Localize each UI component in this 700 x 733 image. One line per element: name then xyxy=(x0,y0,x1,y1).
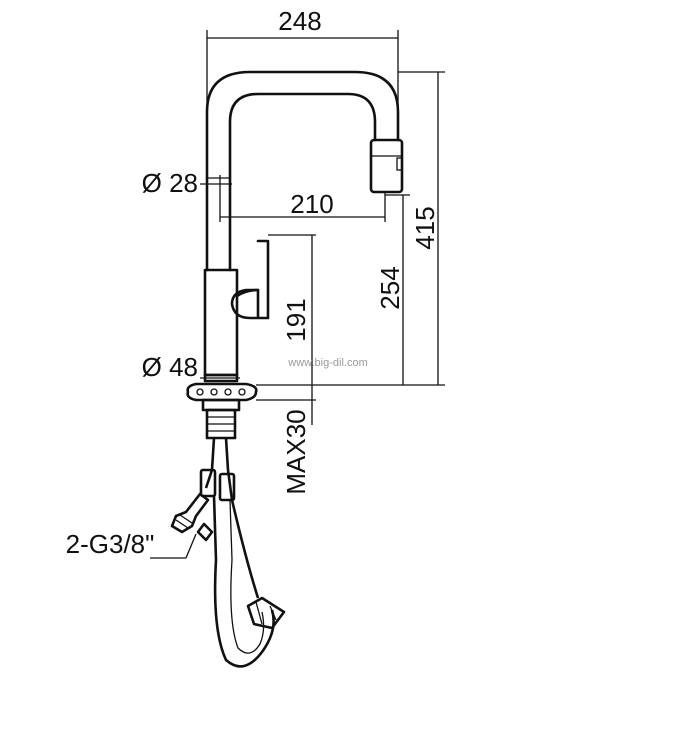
hose-weight xyxy=(246,596,286,630)
faucet-outline xyxy=(186,70,404,440)
dimension-labels: 248 Ø 28 210 415 254 191 Ø 48 MAX30 2-G3… xyxy=(66,6,440,559)
hose-weight-line-2 xyxy=(269,605,277,621)
leader-g38-diagonal xyxy=(185,533,197,559)
dimension-lines xyxy=(150,30,445,559)
flange-dot-3 xyxy=(224,388,232,396)
watermark: www.big-dil.com xyxy=(287,357,367,369)
supply-hose-left xyxy=(204,437,216,489)
flange-dot-4 xyxy=(238,388,246,396)
label-191: 191 xyxy=(281,298,311,341)
supply-hose-right xyxy=(224,437,234,501)
label-diameter-48: Ø 48 xyxy=(142,352,198,382)
pullout-hose-outer xyxy=(212,495,275,668)
label-210: 210 xyxy=(290,189,333,219)
g38-connector xyxy=(170,492,210,534)
g38-connector-end xyxy=(196,522,214,542)
flange-dot-1 xyxy=(196,388,204,396)
label-max30: MAX30 xyxy=(281,409,311,494)
handle-hub xyxy=(235,288,260,298)
label-diameter-28: Ø 28 xyxy=(142,168,198,198)
hose-weight-line-1 xyxy=(255,601,263,625)
deck-flange xyxy=(186,382,258,402)
mounting-shank xyxy=(201,398,241,412)
label-254: 254 xyxy=(375,266,405,309)
hose-fitting-right xyxy=(218,472,236,502)
hose-fitting-left xyxy=(199,468,217,498)
spray-head-button xyxy=(396,157,403,171)
spout-outer-line xyxy=(205,70,400,272)
g38-thread-2 xyxy=(179,514,193,524)
spout-inner-line xyxy=(228,92,377,272)
supply-hoses xyxy=(170,437,286,668)
faucet-body xyxy=(203,268,239,377)
pullout-hose-inner xyxy=(229,499,265,654)
pullout-hose-right xyxy=(230,499,260,599)
label-connection-g38: 2-G3/8" xyxy=(66,529,155,559)
label-415: 415 xyxy=(410,206,440,249)
flange-dot-2 xyxy=(210,388,218,396)
label-248: 248 xyxy=(278,6,321,36)
g38-thread-1 xyxy=(175,519,189,529)
